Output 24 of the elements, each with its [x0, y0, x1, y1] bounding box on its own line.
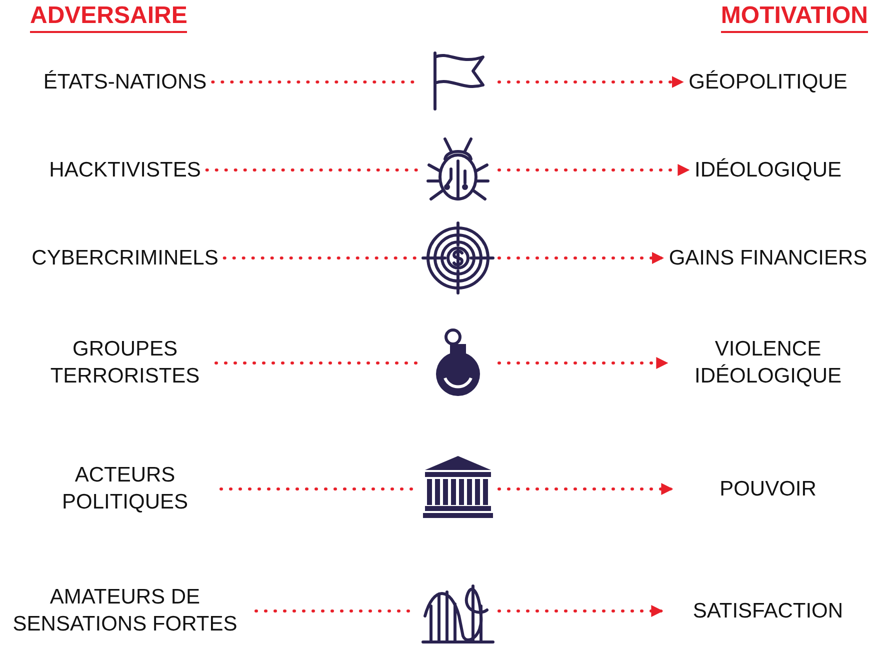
target-icon [423, 223, 493, 293]
category-label: CYBERCRIMINELS [32, 244, 218, 272]
category-label: GÉOPOLITIQUE [688, 68, 848, 96]
category-label: ACTEURS POLITIQUES [35, 462, 215, 516]
dotted-arrow [498, 483, 674, 495]
column-heading: MOTIVATION [720, 2, 868, 33]
dotted-arrow [498, 164, 690, 176]
dotted-arrow [498, 357, 668, 369]
category-label: ÉTATS-NATIONS [43, 68, 207, 96]
category-label: GAINS FINANCIERS [668, 244, 868, 272]
category-label: HACKTIVISTES [49, 156, 201, 184]
dotted-arrow [498, 252, 664, 264]
column-heading: ADVERSAIRE [30, 2, 188, 33]
category-label: POUVOIR [678, 475, 858, 503]
dotted-arrow [498, 76, 684, 88]
category-label: VIOLENCE IDÉOLOGIQUE [673, 336, 863, 390]
dotted-line [214, 362, 418, 364]
dotted-line [222, 256, 418, 260]
category-label: AMATEURS DE SENSATIONS FORTES [0, 584, 250, 638]
category-label: IDÉOLOGIQUE [694, 156, 842, 184]
category-label: GROUPES TERRORISTES [40, 336, 210, 390]
dotted-arrow [498, 605, 664, 617]
category-label: SATISFACTION [668, 597, 868, 625]
dotted-line [205, 168, 418, 172]
